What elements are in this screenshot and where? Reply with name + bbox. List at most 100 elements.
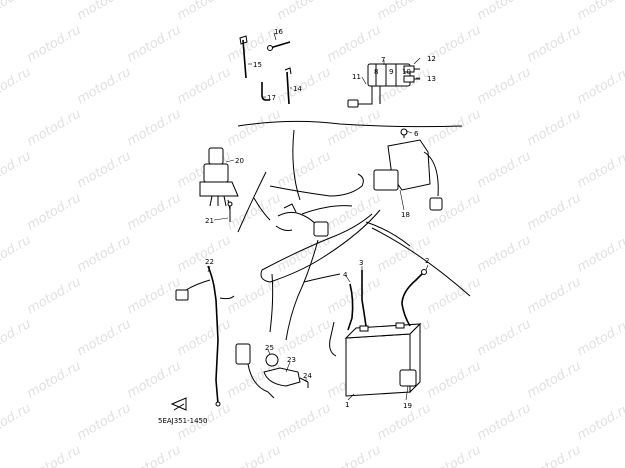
callout-2: 2: [425, 257, 429, 265]
callout-17: 17: [267, 94, 276, 102]
starter-cable: [175, 265, 235, 407]
callout-10: 10: [402, 68, 411, 76]
watermark-text: motod.ru: [75, 233, 134, 276]
callout-leaders: [207, 32, 429, 401]
watermark-text: motod.ru: [75, 65, 134, 108]
bolt-21: [227, 201, 233, 222]
watermark-text: motod.ru: [175, 0, 234, 23]
watermark-text: motod.ru: [525, 359, 584, 402]
watermark-text: motod.ru: [275, 65, 334, 108]
watermark-text: motod.ru: [575, 149, 625, 192]
watermark-text: motod.ru: [75, 317, 134, 360]
relay-board: [347, 63, 420, 108]
watermark-text: motod.ru: [525, 23, 584, 66]
watermark-text: motod.ru: [525, 443, 584, 468]
callout-24: 24: [303, 372, 312, 380]
callout-7: 7: [381, 56, 385, 64]
battery: [344, 322, 422, 397]
watermark-text: motod.ru: [0, 0, 34, 23]
watermark-text: motod.ru: [125, 107, 184, 150]
starter-relay: [235, 343, 309, 399]
watermark-text: motod.ru: [75, 149, 134, 192]
watermark-text: motod.ru: [575, 401, 625, 444]
callout-12: 12: [427, 55, 436, 63]
watermark-text: motod.ru: [25, 275, 84, 318]
watermark-text: motod.ru: [425, 275, 484, 318]
watermark-text: motod.ru: [475, 233, 534, 276]
watermark-text: motod.ru: [225, 107, 284, 150]
watermark-text: motod.ru: [25, 23, 84, 66]
callout-18: 18: [401, 211, 410, 219]
watermark-text: motod.ru: [475, 401, 534, 444]
watermark-text: motod.ru: [275, 0, 334, 23]
watermark-text: motod.ru: [525, 191, 584, 234]
callout-19: 19: [403, 402, 412, 410]
watermark-text: motod.ru: [475, 149, 534, 192]
watermark-text: motod.ru: [25, 443, 84, 468]
watermark-text: motod.ru: [0, 233, 34, 276]
callout-labels: 1 2 3 4 6 7 8 9 10 11 12 13 14 15 16 17 …: [158, 28, 436, 425]
watermark-text: motod.ru: [0, 317, 34, 360]
callout-20: 20: [235, 157, 244, 165]
front-arrow-icon: [170, 397, 187, 411]
watermark-text: motod.ru: [475, 65, 534, 108]
callout-8: 8: [374, 68, 378, 76]
watermark-text: motod.ru: [575, 317, 625, 360]
watermark-text: motod.ru: [175, 317, 234, 360]
watermark-text: motod.ru: [125, 23, 184, 66]
watermark-text: motod.ru: [175, 233, 234, 276]
watermark-text: motod.ru: [75, 0, 134, 23]
watermark-text: motod.ru: [275, 317, 334, 360]
watermark-text: motod.ru: [325, 275, 384, 318]
watermark-text: motod.ru: [575, 233, 625, 276]
callout-9: 9: [389, 68, 393, 76]
callout-1: 1: [345, 401, 349, 409]
watermark-text: motod.ru: [125, 275, 184, 318]
watermark-text: motod.ru: [275, 233, 334, 276]
watermark-text: motod.ru: [275, 401, 334, 444]
callout-22: 22: [205, 258, 214, 266]
watermark-text: motod.ru: [525, 107, 584, 150]
ignition-switch: [199, 147, 239, 211]
watermark-text: motod.ru: [325, 443, 384, 468]
watermark-text: motod.ru: [425, 107, 484, 150]
watermark-text: motod.ru: [25, 359, 84, 402]
callout-21: 21: [205, 217, 214, 225]
regulator-relay: [373, 128, 443, 211]
callout-11: 11: [352, 73, 361, 81]
watermark-text: motod.ru: [275, 149, 334, 192]
watermark-text: motod.ru: [375, 0, 434, 23]
watermark-text: motod.ru: [0, 401, 34, 444]
cable-ties-group: [239, 35, 292, 105]
watermark-text: motod.ru: [125, 359, 184, 402]
watermark-text: motod.ru: [0, 65, 34, 108]
watermark-text: motod.ru: [125, 191, 184, 234]
callout-4: 4: [343, 271, 348, 279]
watermark-text: motod.ru: [475, 317, 534, 360]
watermark-text: motod.ru: [425, 359, 484, 402]
watermark-text: motod.ru: [475, 0, 534, 23]
callout-13: 13: [427, 75, 436, 83]
watermark-text: motod.ru: [175, 65, 234, 108]
watermark-text: motod.ru: [425, 443, 484, 468]
battery-leads: [329, 269, 427, 357]
watermark-text: motod.ru: [125, 443, 184, 468]
diagram-code: 5EAJ351-1450: [158, 417, 207, 425]
callout-6: 6: [414, 130, 419, 138]
watermark-text: motod.ru: [0, 149, 34, 192]
watermark-text: motod.ru: [225, 443, 284, 468]
callout-25: 25: [265, 344, 274, 352]
callout-23: 23: [287, 356, 296, 364]
watermark-text: motod.ru: [575, 65, 625, 108]
watermark-text: motod.ru: [325, 107, 384, 150]
watermark-text: motod.ru: [575, 0, 625, 23]
frame-and-loom: [237, 171, 471, 341]
callout-15: 15: [253, 61, 262, 69]
watermark-text: motod.ru: [25, 191, 84, 234]
watermark-text: motod.ru: [425, 191, 484, 234]
callout-14: 14: [293, 85, 302, 93]
watermark-text: motod.ru: [525, 275, 584, 318]
watermark-text: motod.ru: [325, 23, 384, 66]
